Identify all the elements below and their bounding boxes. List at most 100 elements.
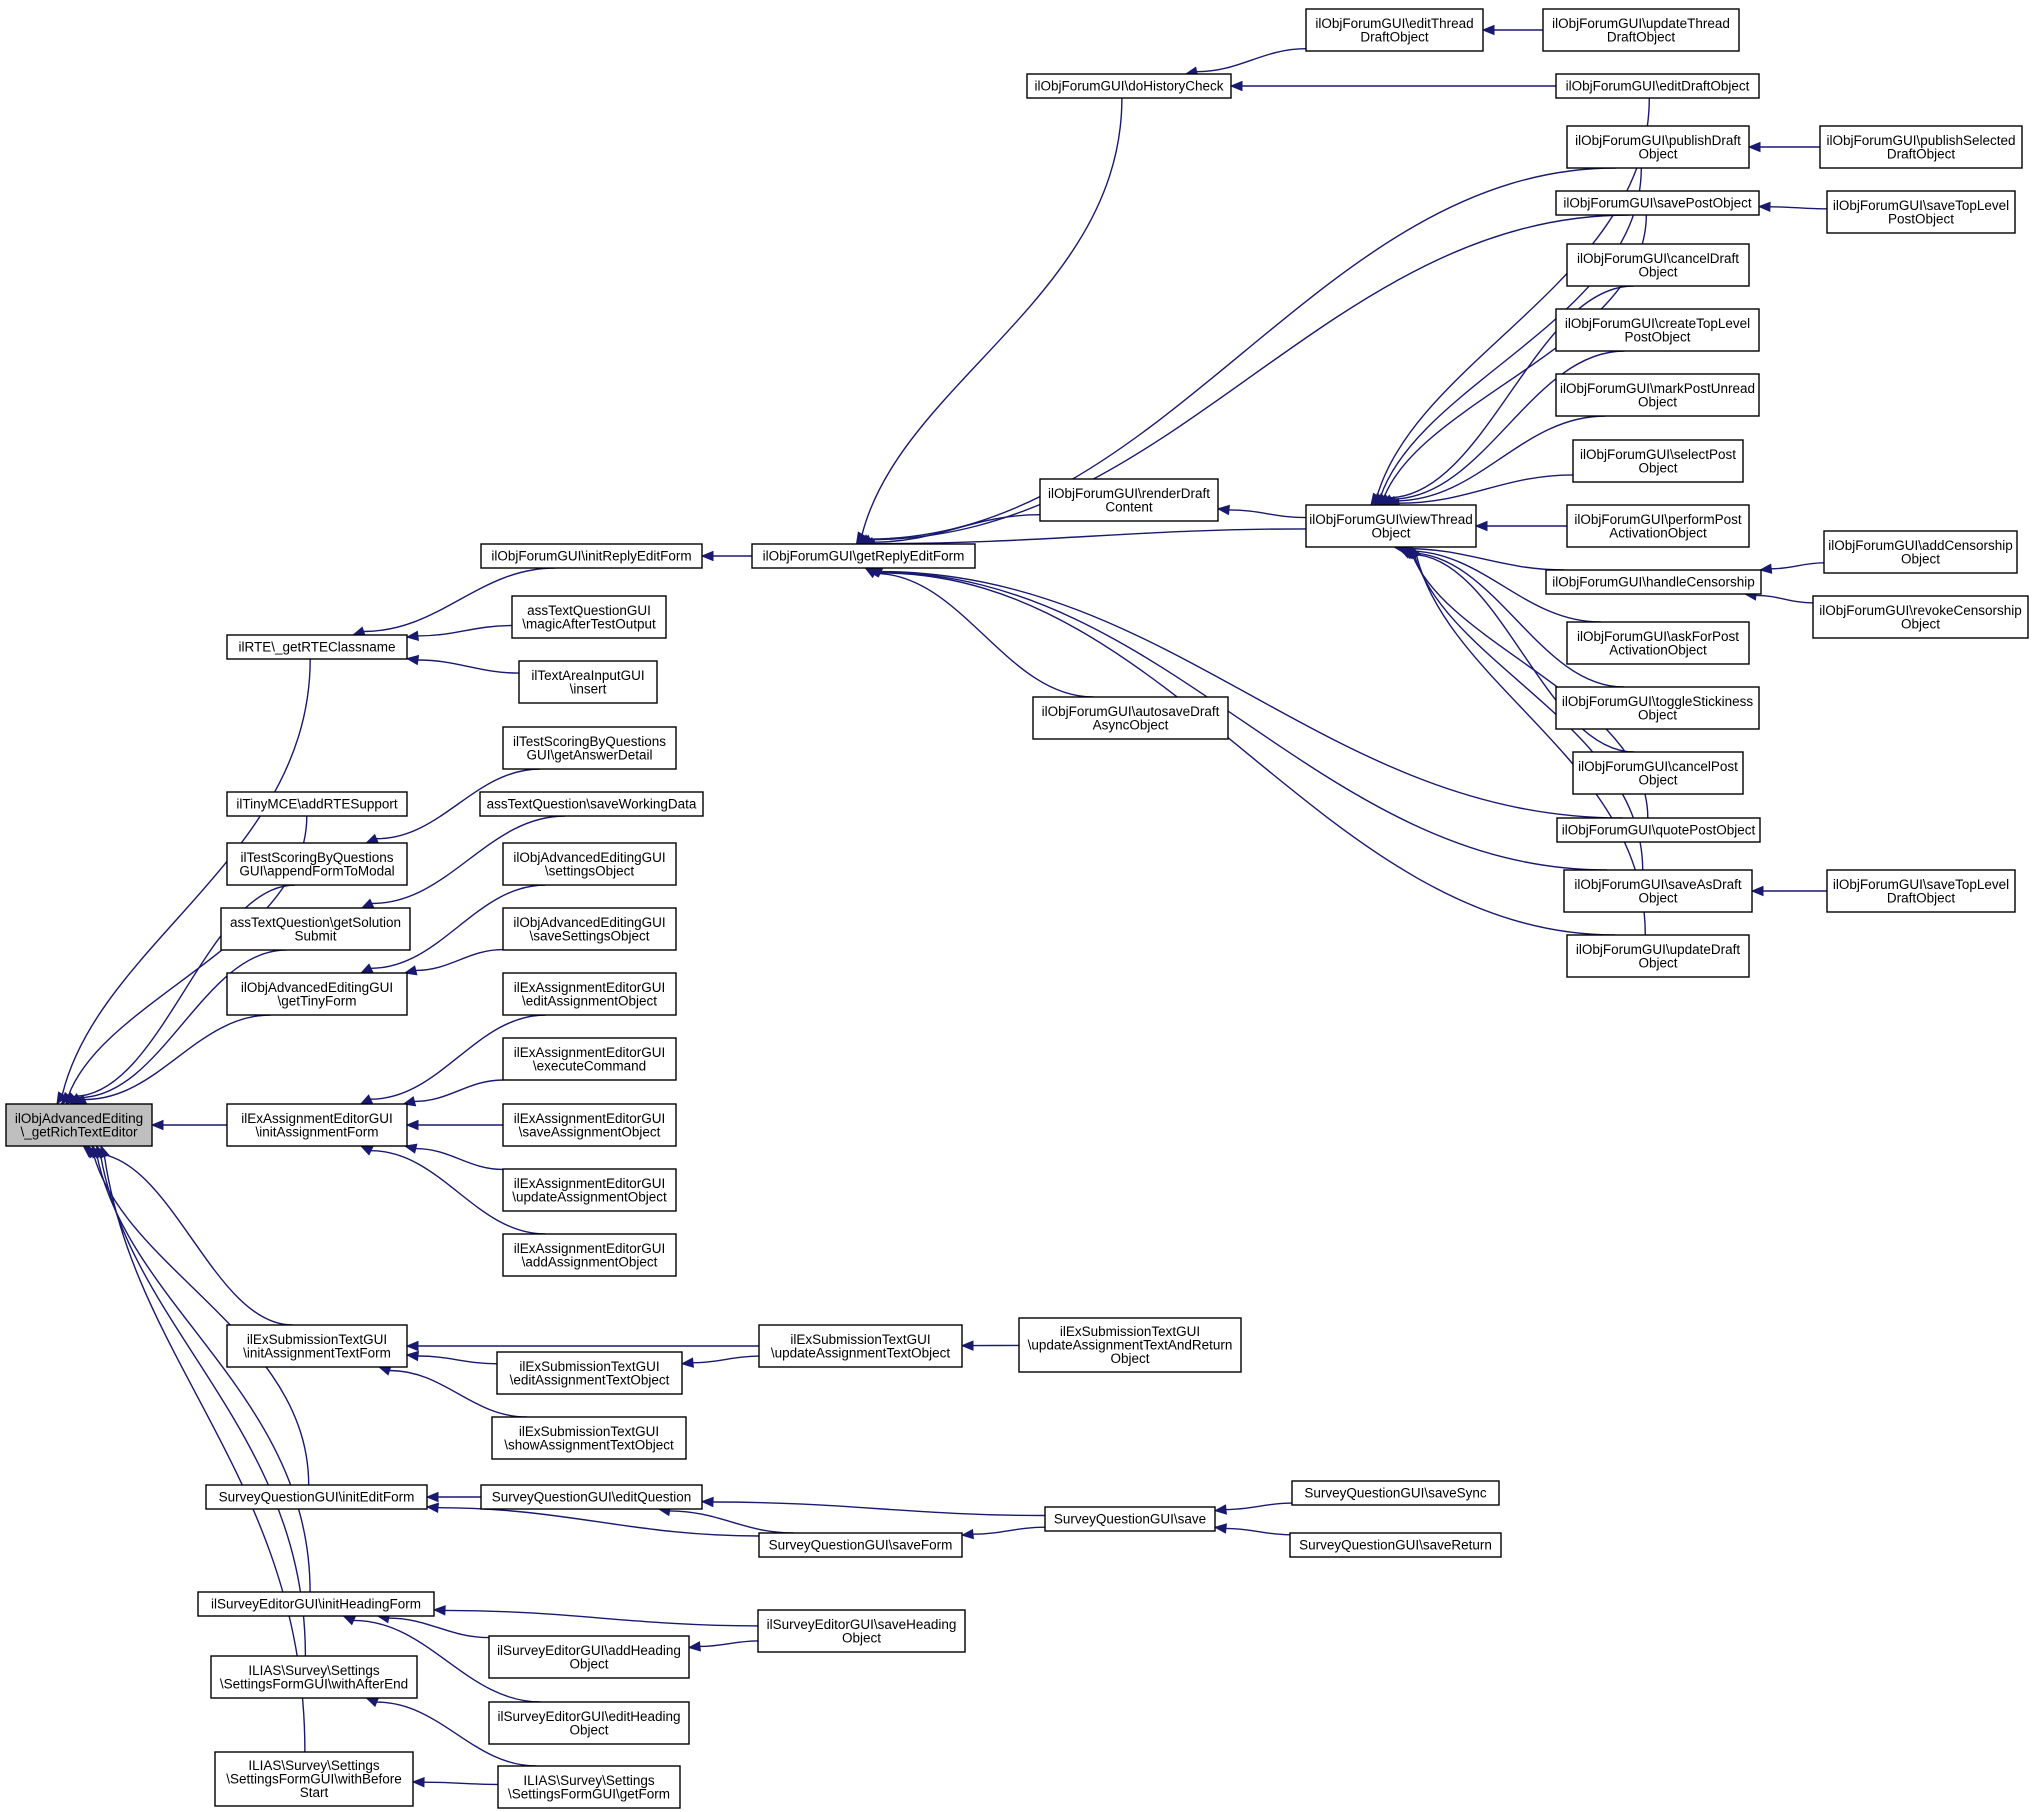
graph-node-n53[interactable]: ilObjForumGUI\performPostActivationObjec… <box>1566 504 1750 548</box>
graph-node-n2[interactable]: ilTinyMCE\addRTESupport <box>226 791 408 817</box>
node-label-line: Start <box>300 1785 329 1800</box>
graph-node-n24[interactable]: ilExSubmissionTextGUI\editAssignmentText… <box>496 1351 683 1395</box>
graph-node-n5[interactable]: ilObjAdvancedEditingGUI\getTinyForm <box>226 972 408 1016</box>
node-label-line: ilExAssignmentEditorGUI <box>241 1111 393 1126</box>
node-label-line: ilObjForumGUI\performPost <box>1574 512 1742 527</box>
graph-node-n16[interactable]: assTextQuestion\saveWorkingData <box>479 791 704 817</box>
node-label-line: Content <box>1105 499 1153 514</box>
node-label-line: SurveyQuestionGUI\save <box>1054 1512 1206 1527</box>
graph-node-n38[interactable]: ilObjForumGUI\doHistoryCheck <box>1026 73 1232 99</box>
graph-node-n13[interactable]: assTextQuestionGUI\magicAfterTestOutput <box>511 595 667 639</box>
node-label-line: ilObjAdvancedEditingGUI <box>241 980 393 995</box>
node-label-line: ILIAS\Survey\Settings <box>248 1758 380 1773</box>
graph-node-n19[interactable]: ilExAssignmentEditorGUI\editAssignmentOb… <box>502 972 677 1016</box>
graph-node-n22[interactable]: ilExAssignmentEditorGUI\updateAssignment… <box>502 1168 677 1212</box>
node-label-line: Submit <box>294 928 336 943</box>
graph-node-n10[interactable]: ILIAS\Survey\Settings\SettingsFormGUI\wi… <box>210 1655 418 1699</box>
graph-node-n17[interactable]: ilObjAdvancedEditingGUI\settingsObject <box>502 842 677 886</box>
node-label-line: assTextQuestion\getSolution <box>230 915 401 930</box>
node-label-line: ilObjForumGUI\cancelDraft <box>1577 251 1739 266</box>
node-label-line: ilObjForumGUI\askForPost <box>1577 629 1739 644</box>
call-edge-n7-to-n0 <box>82 1145 293 1326</box>
graph-node-n29[interactable]: SurveyQuestionGUI\saveForm <box>758 1532 963 1558</box>
node-box <box>1289 1532 1502 1558</box>
graph-node-n31[interactable]: SurveyQuestionGUI\saveSync <box>1291 1480 1500 1506</box>
node-box <box>757 1609 966 1653</box>
arrowhead-icon <box>1757 201 1771 213</box>
node-label-line: ilObjForumGUI\toggleStickiness <box>1562 694 1754 709</box>
graph-node-n6[interactable]: ilExAssignmentEditorGUI\initAssignmentFo… <box>226 1103 408 1147</box>
graph-node-n7[interactable]: ilExSubmissionTextGUI\initAssignmentText… <box>226 1324 408 1368</box>
node-label-line: ilRTE\_getRTEClassname <box>238 640 395 655</box>
graph-node-n20[interactable]: ilExAssignmentEditorGUI\executeCommand <box>502 1037 677 1081</box>
graph-node-n11[interactable]: ILIAS\Survey\Settings\SettingsFormGUI\wi… <box>214 1751 414 1807</box>
graph-node-n0[interactable]: ilObjAdvancedEditing\_getRichTextEditor <box>5 1103 153 1147</box>
node-label-line: Object <box>1638 890 1677 905</box>
arrowhead-icon <box>359 1145 374 1156</box>
edge-line <box>1225 1527 1291 1536</box>
node-box <box>1823 530 2018 574</box>
arrowhead-icon <box>1758 563 1773 574</box>
arrowhead-icon <box>150 1119 164 1131</box>
node-label-line: ActivationObject <box>1609 525 1707 540</box>
graph-node-n3[interactable]: ilTestScoringByQuestionsGUI\appendFormTo… <box>226 842 408 886</box>
graph-node-n26[interactable]: ilExSubmissionTextGUI\updateAssignmentTe… <box>758 1324 963 1368</box>
graph-node-n37[interactable]: ilObjForumGUI\getReplyEditForm <box>751 543 976 569</box>
node-box <box>226 1324 408 1368</box>
call-edge-n24-to-n7 <box>405 1350 498 1365</box>
graph-node-n47[interactable]: ilObjForumGUI\savePostObject <box>1555 190 1760 216</box>
edge-line <box>91 1152 293 1326</box>
arrowhead-icon <box>1213 1504 1227 1515</box>
edge-line <box>874 572 1094 698</box>
call-edge-n35-to-n9 <box>432 1605 759 1627</box>
graph-node-n36[interactable]: ILIAS\Survey\Settings\SettingsFormGUI\ge… <box>497 1765 681 1809</box>
graph-node-n60[interactable]: ilObjForumGUI\quotePostObject <box>1556 817 1761 843</box>
graph-node-n18[interactable]: ilObjAdvancedEditingGUI\saveSettingsObje… <box>502 907 677 951</box>
graph-node-n44[interactable]: ilObjForumGUI\editDraftObject <box>1555 73 1760 99</box>
node-label-line: ilObjForumGUI\selectPost <box>1580 447 1736 462</box>
arrowhead-icon <box>403 965 418 976</box>
graph-node-n14[interactable]: ilTextAreaInputGUI\insert <box>518 660 658 704</box>
graph-node-n25[interactable]: ilExSubmissionTextGUI\showAssignmentText… <box>491 1416 687 1460</box>
graph-node-n27[interactable]: ilExSubmissionTextGUI\updateAssignmentTe… <box>1018 1317 1242 1373</box>
arrowhead-icon <box>405 1340 419 1352</box>
call-edge-n55-to-n54 <box>1758 562 1825 574</box>
node-label-line: assTextQuestion\saveWorkingData <box>487 797 697 812</box>
graph-node-n12[interactable]: ilObjForumGUI\initReplyEditForm <box>480 543 703 569</box>
graph-node-n54[interactable]: ilObjForumGUI\handleCensorship <box>1545 569 1762 595</box>
graph-node-n21[interactable]: ilExAssignmentEditorGUI\saveAssignmentOb… <box>502 1103 677 1147</box>
graph-node-n23[interactable]: ilExAssignmentEditorGUI\addAssignmentObj… <box>502 1233 677 1277</box>
graph-node-n8[interactable]: SurveyQuestionGUI\initEditForm <box>205 1484 428 1510</box>
graph-node-n1[interactable]: ilRTE\_getRTEClassname <box>226 634 408 660</box>
graph-node-n30[interactable]: SurveyQuestionGUI\save <box>1044 1506 1216 1532</box>
graph-node-n28[interactable]: SurveyQuestionGUI\editQuestion <box>480 1484 703 1510</box>
graph-node-n15[interactable]: ilTestScoringByQuestionsGUI\getAnswerDet… <box>502 726 677 770</box>
node-label-line: ilObjAdvancedEditingGUI <box>513 850 665 865</box>
graph-node-n9[interactable]: ilSurveyEditorGUI\initHeadingForm <box>197 1591 435 1617</box>
graph-node-n32[interactable]: SurveyQuestionGUI\saveReturn <box>1289 1532 1502 1558</box>
